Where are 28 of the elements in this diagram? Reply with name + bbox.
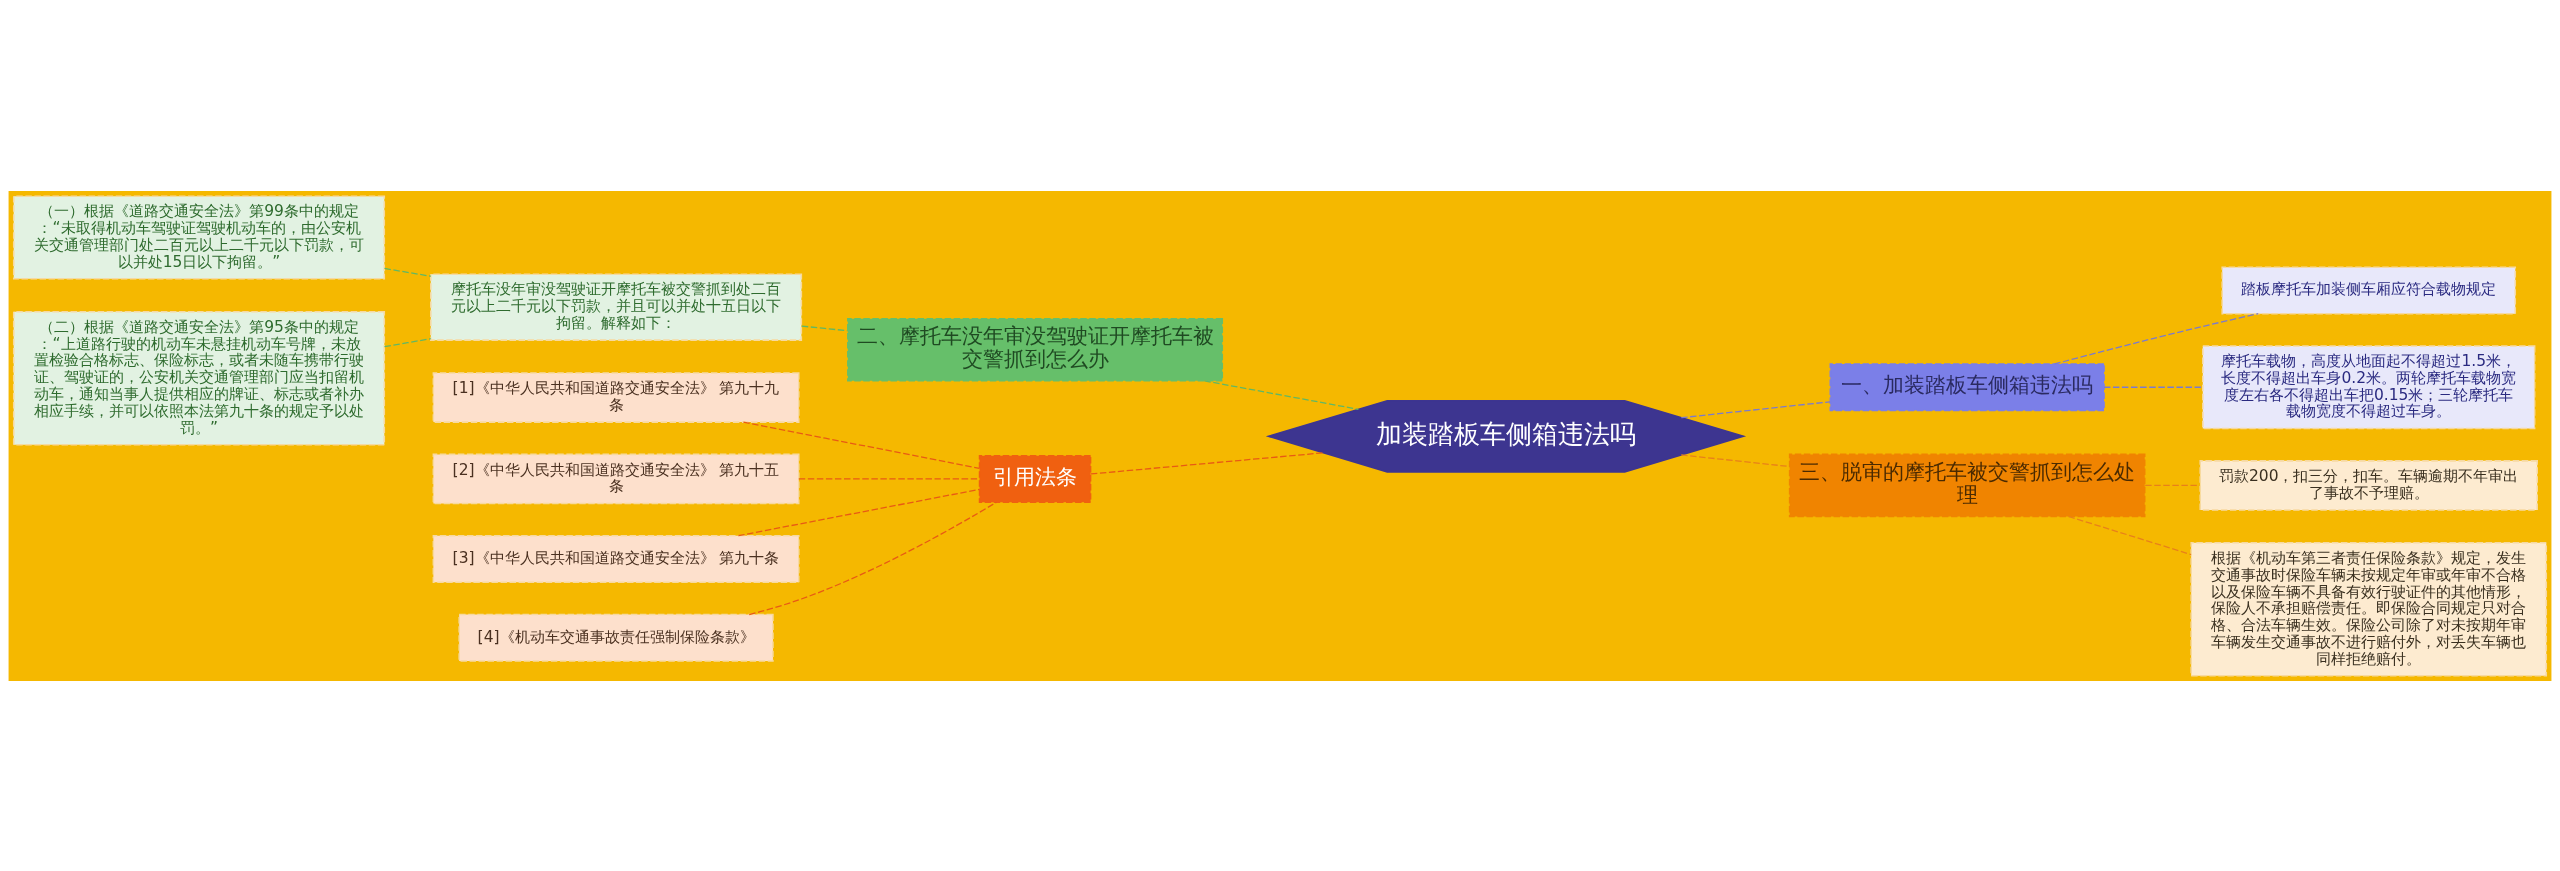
node-box: 踏板摩托车加装侧车厢应符合载物规定: [2221, 265, 2517, 314]
node-box: （一）根据《道路交通安全法》第99条中的规定：“未取得机动车驾驶证驾驶机动车的，由公安机关交通管理部门处二百元以上二千元以下罚款，可以并处15日以下拘留。”: [12, 194, 386, 280]
node-box: 摩托车载物，高度从地面起不得超过1.5米，长度不得超出车身0.2米。两轮摩托车载物宽度左右各不得超出车把0.15米；三轮摩托车载物宽度不得超过车身。: [2202, 344, 2536, 429]
node-box: 根据《机动车第三者责任保险条款》规定，发生交通事故时保险车辆未按规定年审或年审不合格以及保险车辆不具备有效行驶证件的其他情形，保险人不承担赔偿责任。即保险合同规定只对合格、合法车辆生效。保险公司除了对未按期年审车辆发生交通事故不进行赔付外，对丢失车辆也同样拒绝赔付。: [2190, 541, 2548, 677]
connector: [742, 421, 980, 469]
node-box: 二、摩托车没年审没驾驶证开摩托车被交警抓到怎么办: [847, 317, 1224, 382]
connector: [1680, 400, 1831, 418]
connector: [2144, 484, 2201, 486]
connector: [801, 324, 849, 331]
node-box: 引用法条: [978, 454, 1092, 503]
connector: [383, 267, 432, 277]
node-box: 三、脱审的摩托车被交警抓到怎么处理: [1788, 453, 2146, 517]
connector: [1680, 453, 1790, 467]
node-box: （二）根据《道路交通安全法》第95条中的规定：“上道路行驶的机动车未悬挂机动车号牌，未放置检验合格标志、保险标志，或者未随车携带行驶证、驾驶证的，公安机关交通管理部门应当扣留机动车，通知当事人提供相应的牌证、标志或者补办相应手续，并可以依照本法第九十条的规定予以处罚。”: [12, 310, 386, 445]
connector: [798, 477, 980, 480]
connector: [383, 337, 432, 347]
node-box: [1]《中华人民共和国道路交通安全法》 第九十九条: [432, 371, 800, 423]
node-box: [2]《中华人民共和国道路交通安全法》 第九十五条: [432, 453, 800, 504]
node-box: [3]《中华人民共和国道路交通安全法》 第九十条: [432, 534, 800, 583]
node-box: 摩托车没年审没驾驶证开摩托车被交警抓到处二百元以上二千元以下罚款，并且可以并处十五日以下拘留。解释如下：: [430, 273, 803, 341]
connector: [2068, 515, 2192, 555]
node-box: 一、加装踏板车侧箱违法吗: [1829, 362, 2105, 411]
connector: [1203, 379, 1360, 410]
connector: [2053, 312, 2259, 365]
connector: [1090, 451, 1324, 475]
node-box: 罚款200，扣三分，扣车。车辆逾期不年审出了事故不予理赔。: [2199, 459, 2538, 511]
connector: [748, 501, 998, 615]
node-box: [4]《机动车交通事故责任强制保险条款》: [458, 613, 774, 662]
